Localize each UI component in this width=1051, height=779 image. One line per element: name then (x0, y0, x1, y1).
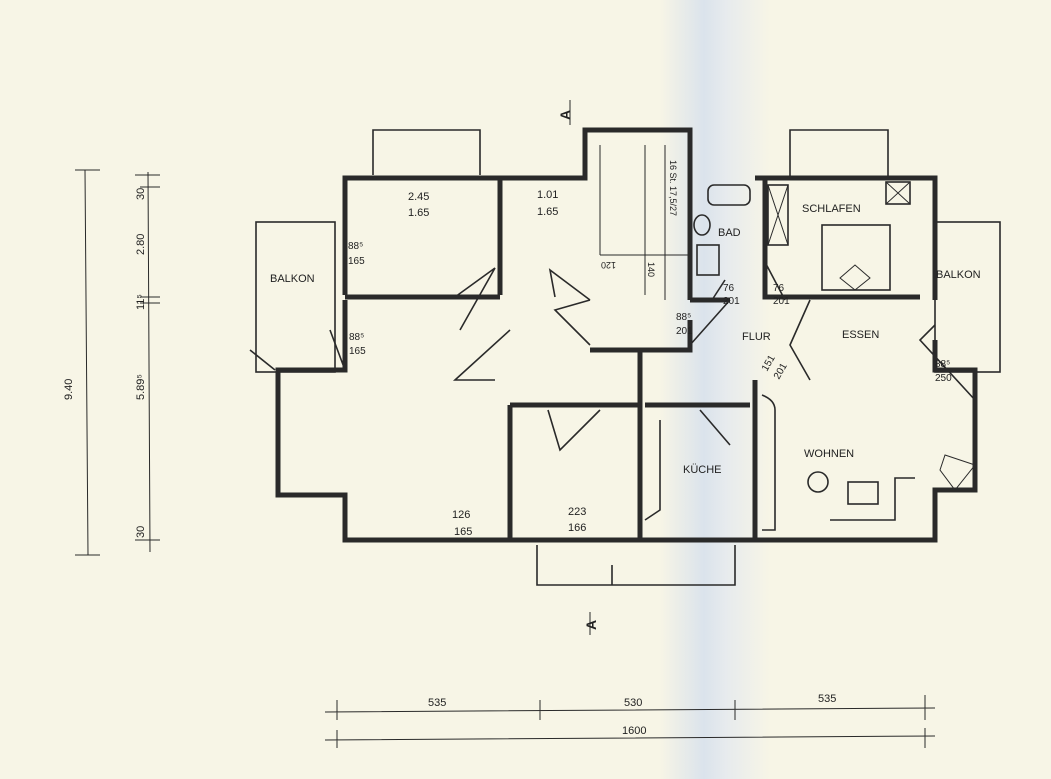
staircase (599, 145, 690, 300)
door-label-top: 76 (773, 283, 785, 294)
door-label-top: 88⁵ (349, 332, 364, 343)
door-label-top: 76 (723, 283, 735, 294)
door-label-bottom: 201 (773, 296, 790, 307)
room-label-schlafen: SCHLAFEN (802, 203, 861, 215)
room-label-bad: BAD (718, 227, 741, 239)
window-label-top: 126 (452, 509, 470, 521)
door-label-top: 88⁵ (676, 312, 691, 323)
door-swings (249, 261, 976, 521)
dimension-vertical: 5.89⁵ (135, 374, 147, 400)
table-icon (807, 471, 829, 493)
section-marker-top: A (557, 110, 573, 120)
bed-icon (821, 224, 891, 291)
dimension-horizontal-total: 1600 (622, 725, 646, 737)
stair-label: 16 St. 17,5/27 (668, 160, 678, 216)
room-label-essen: ESSEN (842, 329, 879, 341)
window-label-bottom: 166 (568, 522, 586, 534)
window-label-top: 223 (568, 506, 586, 518)
fixtures (693, 181, 976, 531)
walls (275, 127, 978, 543)
door-label-top: 88⁵ (935, 359, 950, 370)
sofa-icon (847, 481, 879, 505)
bathtub-icon (707, 184, 751, 206)
dimension-horizontal: 535 (818, 693, 836, 705)
dimension-vertical: 11⁵ (135, 294, 147, 310)
stair-label: 120 (601, 260, 616, 270)
kitchen-counter (761, 394, 776, 531)
dimension-vertical: 2.80 (135, 234, 147, 255)
stair-label: 140 (646, 262, 656, 277)
dimension-vertical: 30 (135, 526, 147, 538)
plant-icon (939, 454, 976, 491)
room-label-flur: FLUR (742, 331, 771, 343)
section-marker-bottom: A (583, 620, 599, 630)
room-label-wohnen: WOHNEN (804, 448, 854, 460)
dimension-horizontal: 535 (428, 697, 446, 709)
shower-icon (696, 244, 720, 276)
door-label-bottom: 165 (348, 256, 365, 267)
door-label-top: 88⁵ (348, 241, 363, 252)
window-label-top: 2.45 (408, 191, 429, 203)
cabinet-icon (767, 184, 789, 246)
window-label-bottom: 1.65 (408, 207, 429, 219)
toilet-icon (693, 214, 711, 236)
balconies (255, 129, 1001, 586)
dimension-vertical: 30 (135, 188, 147, 200)
window-label-bottom: 1.65 (537, 206, 558, 218)
room-label-kueche: KÜCHE (683, 464, 722, 476)
room-label-balkon-left: BALKON (270, 273, 315, 285)
dimension-lines (75, 100, 936, 748)
dimension-horizontal: 530 (624, 697, 642, 709)
door-label-bottom: 201 (723, 296, 740, 307)
room-label-balkon-right: BALKON (936, 269, 981, 281)
door-label-bottom: 165 (349, 346, 366, 357)
dimension-vertical-total: 9.40 (63, 379, 75, 400)
door-label-bottom: 250 (935, 373, 952, 384)
window-label-top: 1.01 (537, 189, 558, 201)
window-label-bottom: 165 (454, 526, 472, 538)
door-label-bottom: 201 (676, 326, 693, 337)
